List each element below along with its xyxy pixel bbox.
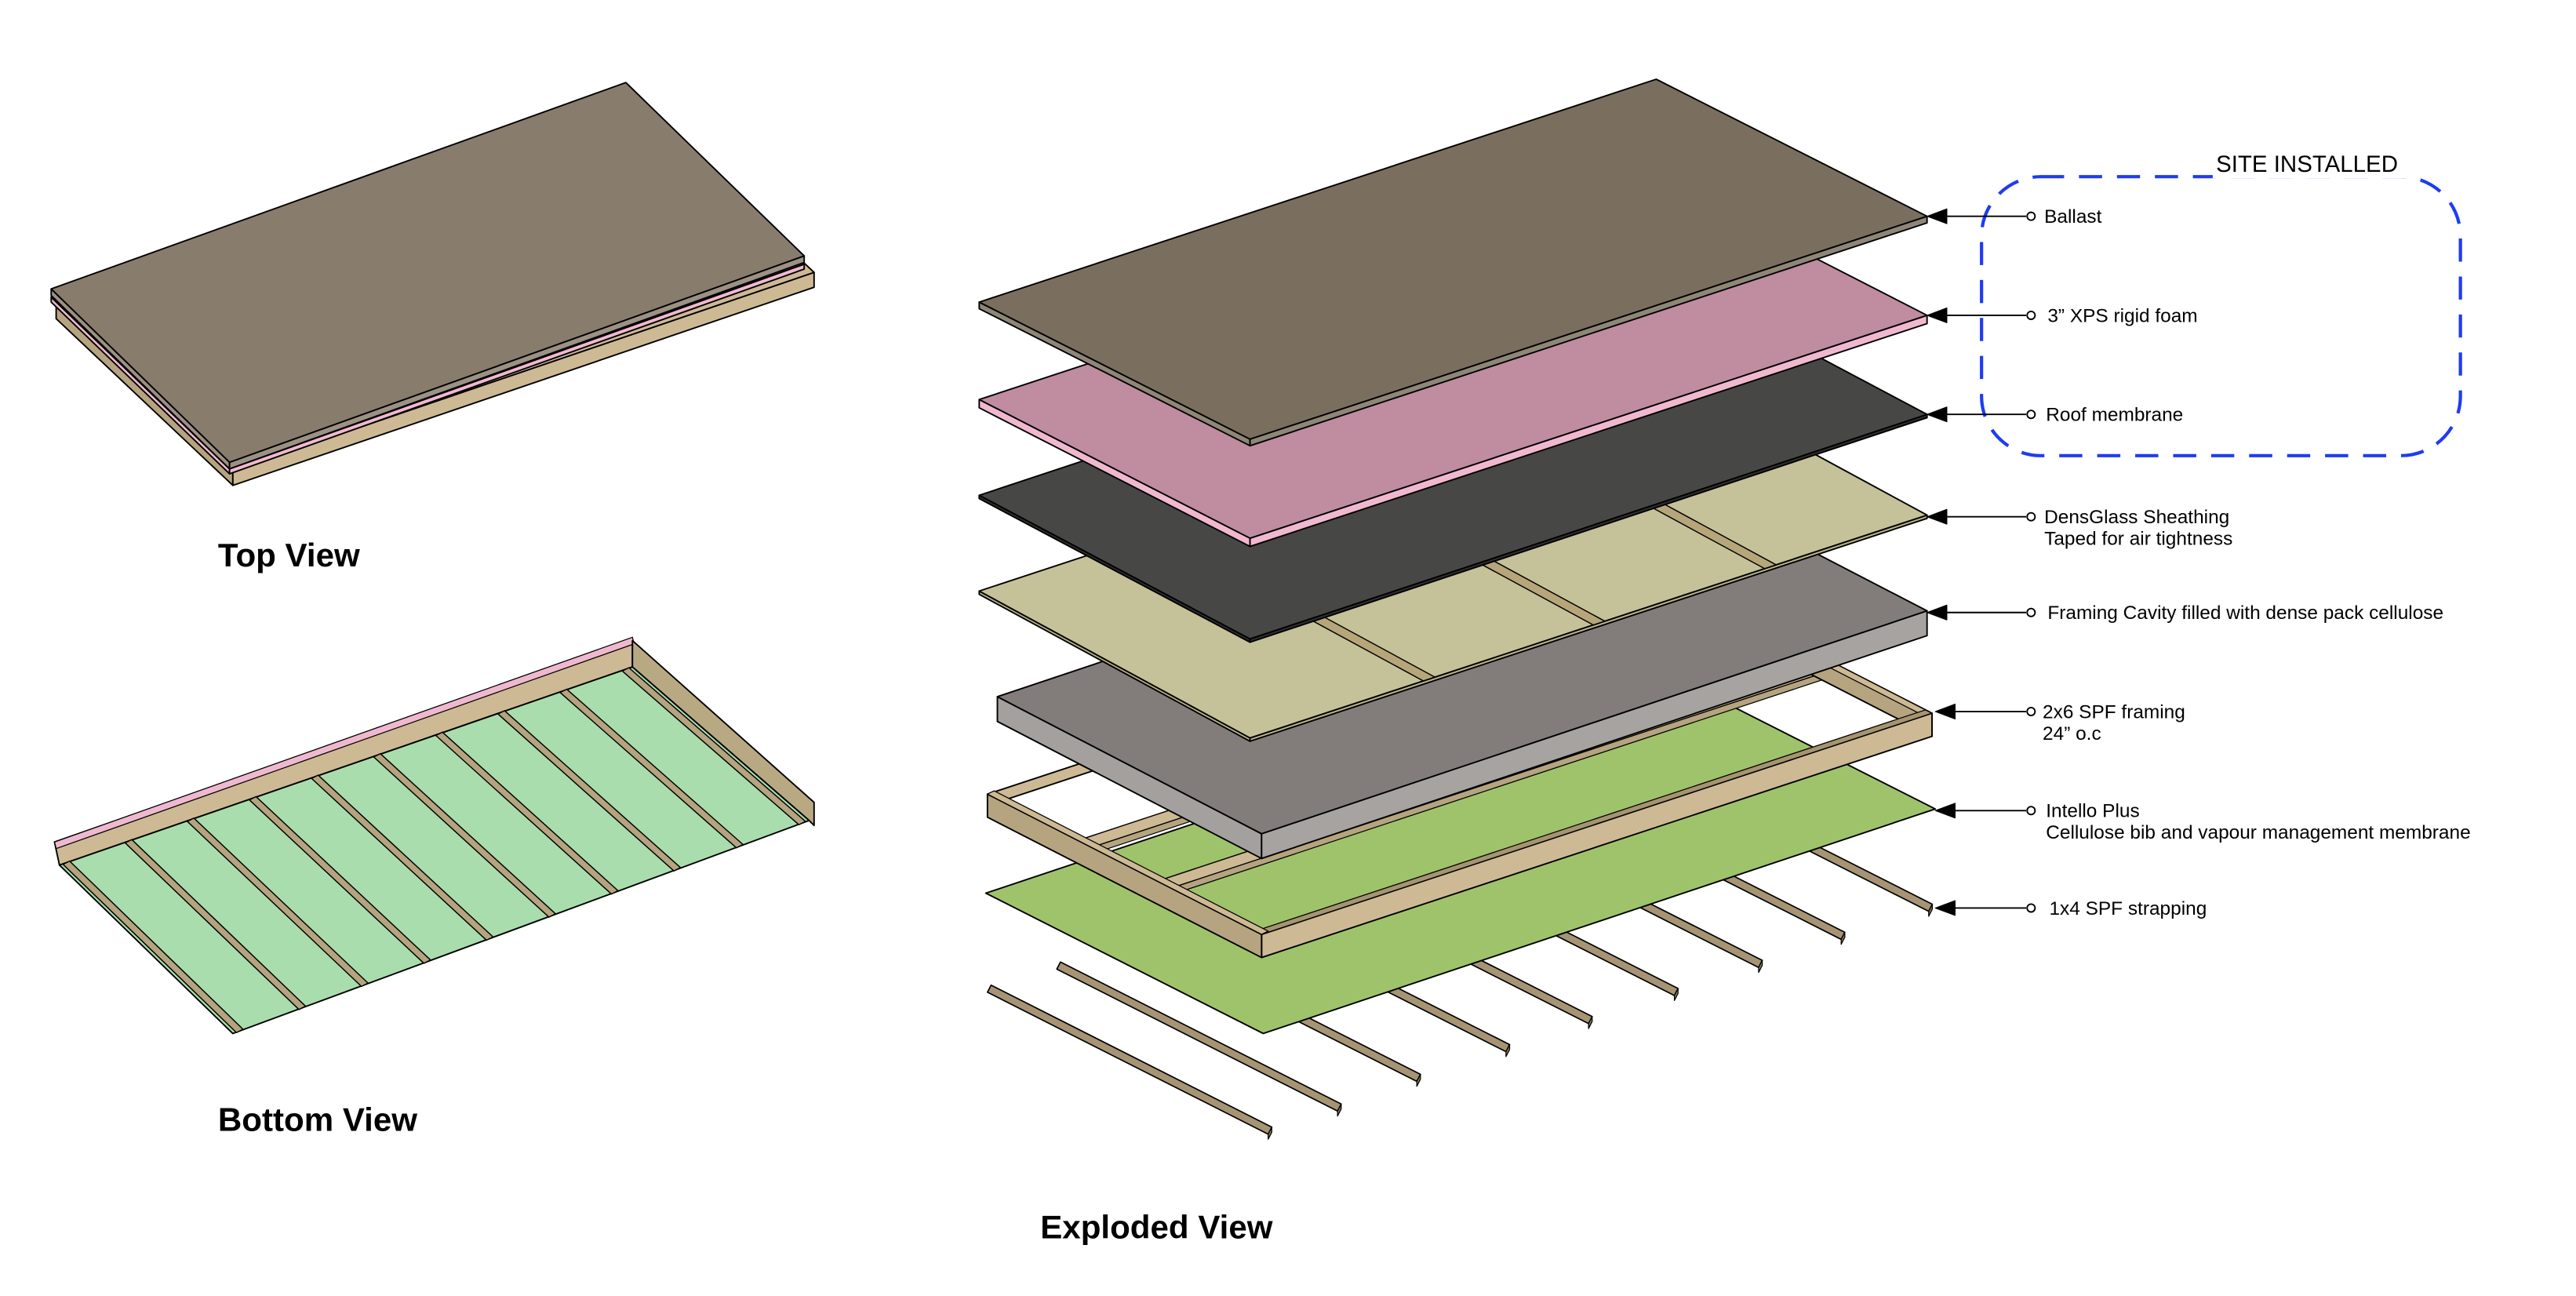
strapping-end [1588,1016,1593,1029]
leader-dot-icon [2026,707,2036,717]
strapping-end [1758,959,1763,974]
arrowhead-icon [1934,803,1956,819]
bottom-view-strapping [621,667,806,826]
callout-roof-membrane: Roof membrane [2046,405,2183,426]
site-installed-label: SITE INSTALLED [2216,151,2398,177]
top-view-ballast-top [50,82,806,464]
callout-text: 3” XPS rigid foam [2047,305,2197,326]
top-view-drawing [50,82,815,486]
arrowhead-icon [1927,208,1948,224]
callout-text: 1x4 SPF strapping [2049,898,2207,919]
leader-dot-icon [2026,903,2036,913]
callout-text: Framing Cavity filled with dense pack ce… [2047,602,2443,624]
site-installed-label-mask [2212,151,2414,179]
bottom-view-strapping [311,774,494,941]
callout-text: Roof membrane [2046,405,2183,426]
site-installed-boundary [1980,175,2462,457]
exploded-view-title: Exploded View [1040,1208,1273,1245]
callout-framing-cavity: Framing Cavity filled with dense pack ce… [2047,602,2443,624]
bottom-view-drawing [53,636,815,1035]
bottom-view-strapping [124,839,307,1010]
bottom-view-strapping [497,710,682,872]
arrowhead-icon [1934,704,1956,720]
framing-left-top [987,790,1269,935]
exploded-view-drawing [978,78,1937,1140]
bottom-view-strapping [373,752,556,918]
callout-text: Ballast [2044,206,2101,228]
top-view-title: Top View [218,537,360,573]
bottom-view-strapping [435,731,619,895]
strapping-end [1673,988,1679,1001]
callout-subtext: 24” o.c [2043,723,2101,744]
arrowhead-icon [1927,508,1948,525]
arrowhead-icon [1927,406,1948,423]
bottom-view-frame-side [631,639,815,827]
leader-dot-icon [2026,310,2036,320]
leader-dot-icon [2026,410,2036,420]
callout-text: Intello Plus [2046,801,2139,822]
strapping-end [1416,1073,1421,1087]
strapping-end [1268,1127,1273,1140]
callout-ballast: Ballast [2044,206,2101,228]
arrowhead-icon [1927,307,1948,323]
strapping-end [1337,1103,1342,1117]
callout-2x6-framing: 2x6 SPF framing 24” o.c [2043,701,2185,744]
bottom-view-strapping [187,817,369,988]
callout-densglass: DensGlass Sheathing Taped for air tightn… [2044,507,2232,549]
bottom-view-strapping [249,795,431,964]
callout-intello-plus: Intello Plus Cellulose bib and vapour ma… [2046,801,2470,843]
callouts: Ballast 3” XPS rigid foam Roof membrane … [1927,206,2471,919]
callout-text: DensGlass Sheathing [2044,507,2229,528]
bottom-view-strapping [62,860,244,1033]
callout-xps-foam: 3” XPS rigid foam [2047,305,2197,326]
bottom-view-title: Bottom View [218,1101,417,1138]
callout-text: 2x6 SPF framing [2043,701,2185,723]
arrowhead-icon [1934,900,1956,916]
callout-strapping: 1x4 SPF strapping [2049,898,2207,919]
arrowhead-icon [1927,604,1948,621]
strapping-end [1928,903,1934,917]
callout-subtext: Cellulose bib and vapour management memb… [2046,822,2470,843]
leader-dot-icon [2026,211,2036,221]
leader-dot-icon [2026,806,2036,816]
callout-subtext: Taped for air tightness [2044,528,2232,549]
strapping-end [1840,931,1846,945]
bottom-view-strapping [559,688,744,849]
leader-dot-icon [2026,607,2036,617]
leader-dot-icon [2026,511,2036,522]
strapping-end [1505,1043,1511,1058]
